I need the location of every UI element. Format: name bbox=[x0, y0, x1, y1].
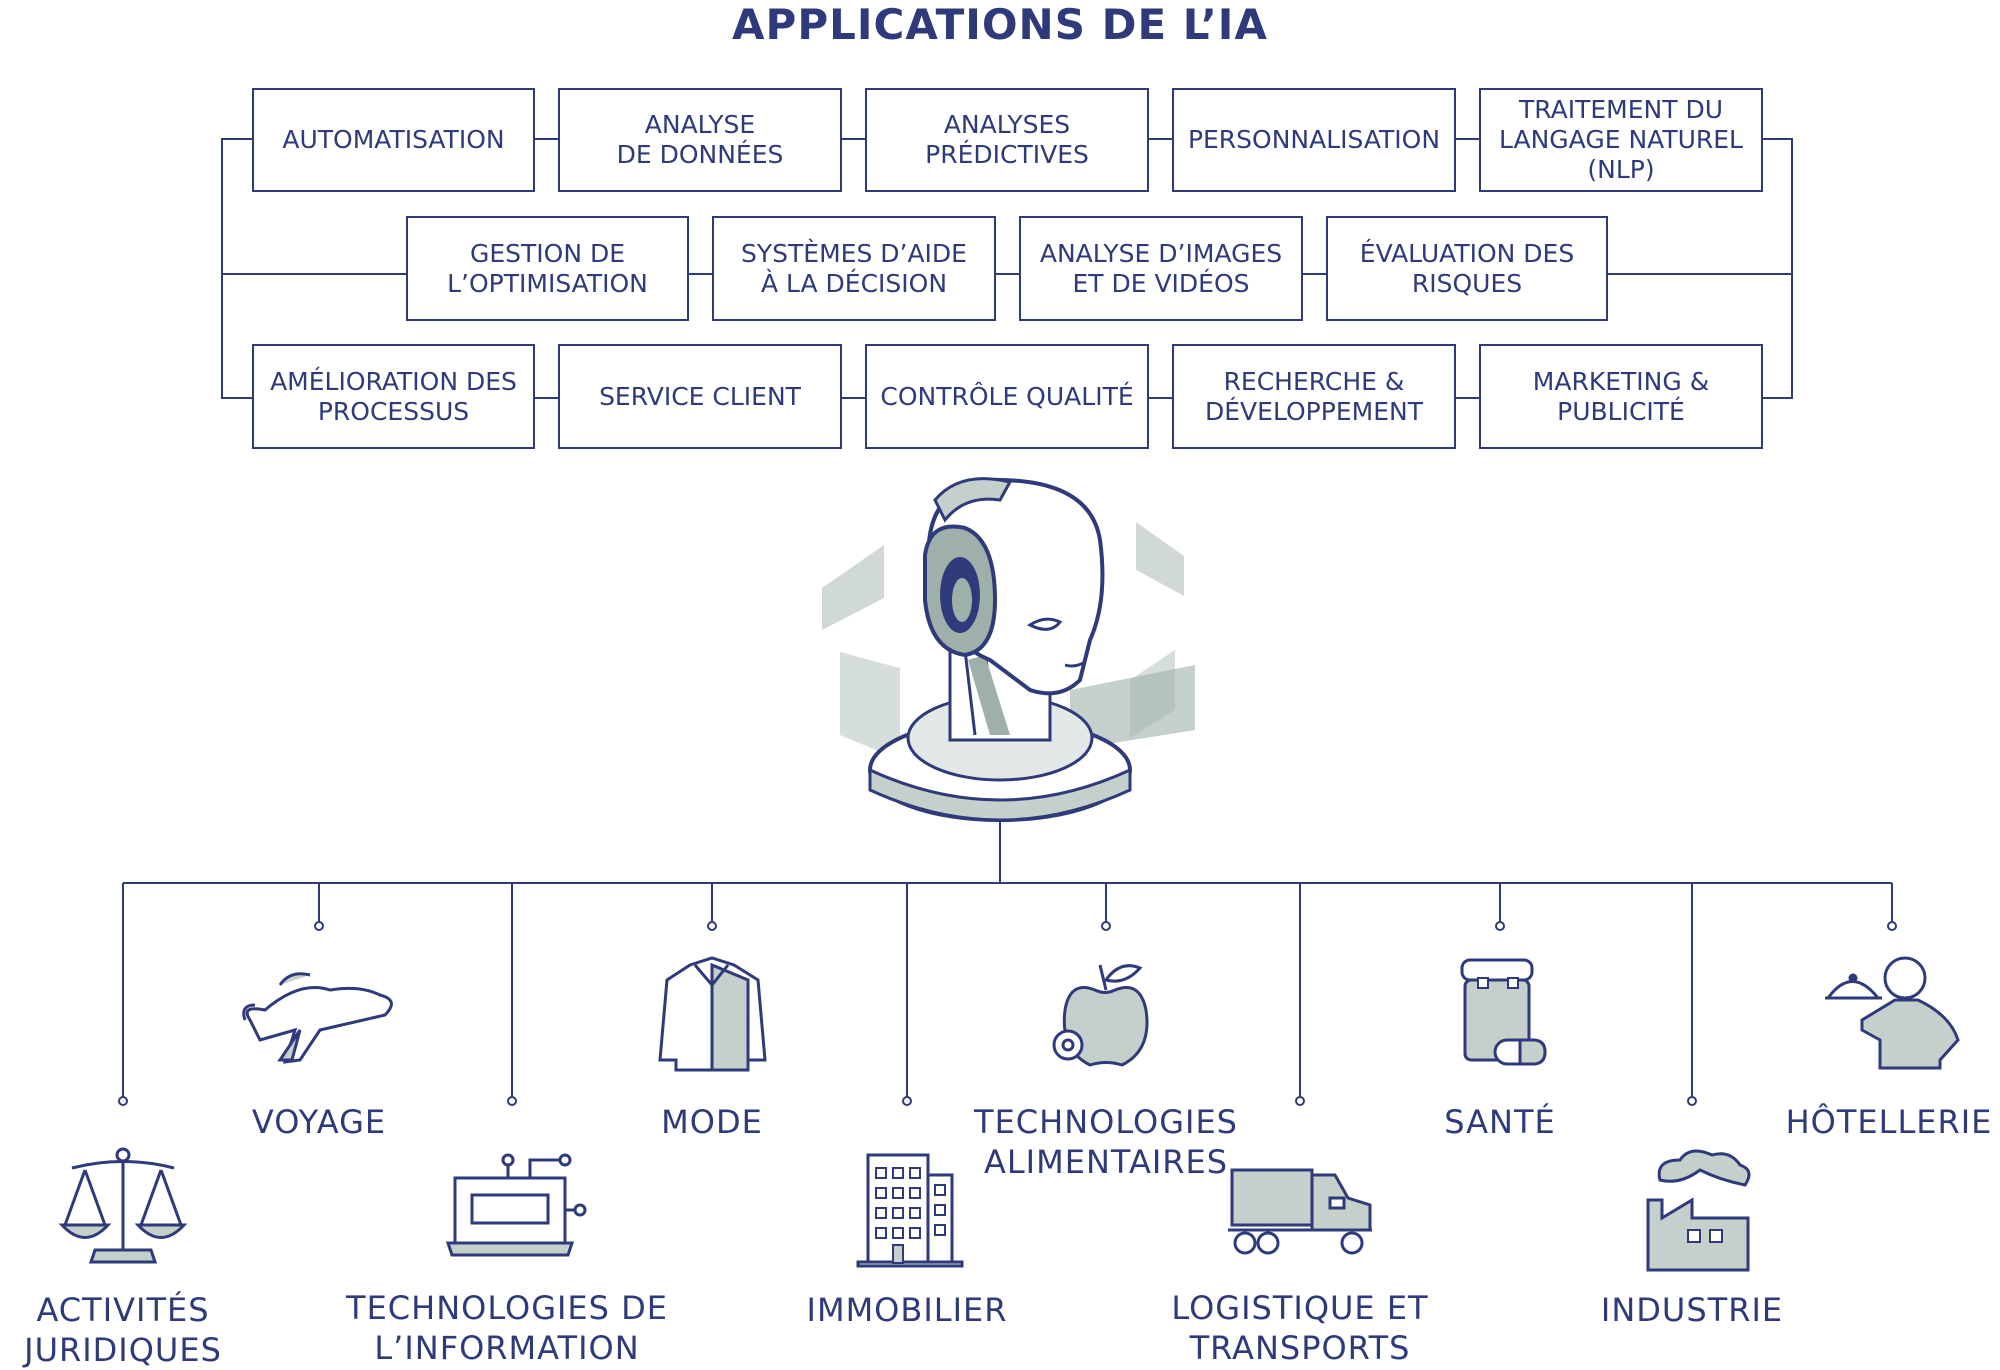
app-evaluation-risques: ÉVALUATION DES RISQUES bbox=[1326, 216, 1608, 321]
truck-icon bbox=[1228, 1168, 1372, 1255]
scales-icon bbox=[58, 1147, 188, 1264]
airplane-icon bbox=[242, 972, 393, 1064]
industry-activites-juridiques: ACTIVITÉS JURIDIQUES bbox=[24, 1291, 222, 1369]
factory-icon bbox=[1646, 1149, 1751, 1272]
industry-industrie: INDUSTRIE bbox=[1600, 1291, 1784, 1329]
app-service-client: SERVICE CLIENT bbox=[558, 344, 842, 449]
industry-immobilier: IMMOBILIER bbox=[806, 1291, 1008, 1329]
app-nlp: TRAITEMENT DU LANGAGE NATUREL (NLP) bbox=[1479, 88, 1763, 192]
application-connectors bbox=[221, 138, 1793, 399]
industry-technologies-information: TECHNOLOGIES DE L’INFORMATION bbox=[346, 1289, 668, 1367]
shirt-icon bbox=[658, 956, 767, 1072]
app-personnalisation: PERSONNALISATION bbox=[1172, 88, 1456, 192]
industry-hotellerie: HÔTELLERIE bbox=[1785, 1103, 1993, 1141]
app-automatisation: AUTOMATISATION bbox=[252, 88, 535, 192]
app-marketing-publicite: MARKETING & PUBLICITÉ bbox=[1479, 344, 1763, 449]
app-analyses-predictives: ANALYSES PRÉDICTIVES bbox=[865, 88, 1149, 192]
industry-mode: MODE bbox=[661, 1103, 763, 1141]
industry-tree bbox=[118, 820, 1897, 1106]
laptop-icon bbox=[445, 1153, 587, 1257]
app-analyse-donnees: ANALYSE DE DONNÉES bbox=[558, 88, 842, 192]
app-analyse-images-videos: ANALYSE D’IMAGES ET DE VIDÉOS bbox=[1019, 216, 1303, 321]
app-controle-qualite: CONTRÔLE QUALITÉ bbox=[865, 344, 1149, 449]
industry-logistique-transports: LOGISTIQUE ET TRANSPORTS bbox=[1171, 1289, 1429, 1367]
building-icon bbox=[856, 1153, 964, 1268]
waiter-icon bbox=[1825, 956, 1960, 1070]
industry-voyage: VOYAGE bbox=[251, 1103, 387, 1141]
page-title: APPLICATIONS DE L’IA bbox=[732, 0, 1268, 49]
medicine-icon bbox=[1460, 958, 1547, 1066]
industry-technologies-alimentaires: TECHNOLOGIES ALIMENTAIRES bbox=[974, 1103, 1238, 1181]
app-recherche-developpement: RECHERCHE & DÉVELOPPEMENT bbox=[1172, 344, 1456, 449]
app-amelioration-processus: AMÉLIORATION DES PROCESSUS bbox=[252, 344, 535, 449]
app-aide-decision: SYSTÈMES D’AIDE À LA DÉCISION bbox=[712, 216, 996, 321]
app-gestion-optimisation: GESTION DE L’OPTIMISATION bbox=[406, 216, 689, 321]
apple-gear-icon bbox=[1052, 964, 1149, 1067]
industry-sante: SANTÉ bbox=[1444, 1103, 1556, 1141]
ai-robot-head-icon bbox=[822, 477, 1195, 822]
